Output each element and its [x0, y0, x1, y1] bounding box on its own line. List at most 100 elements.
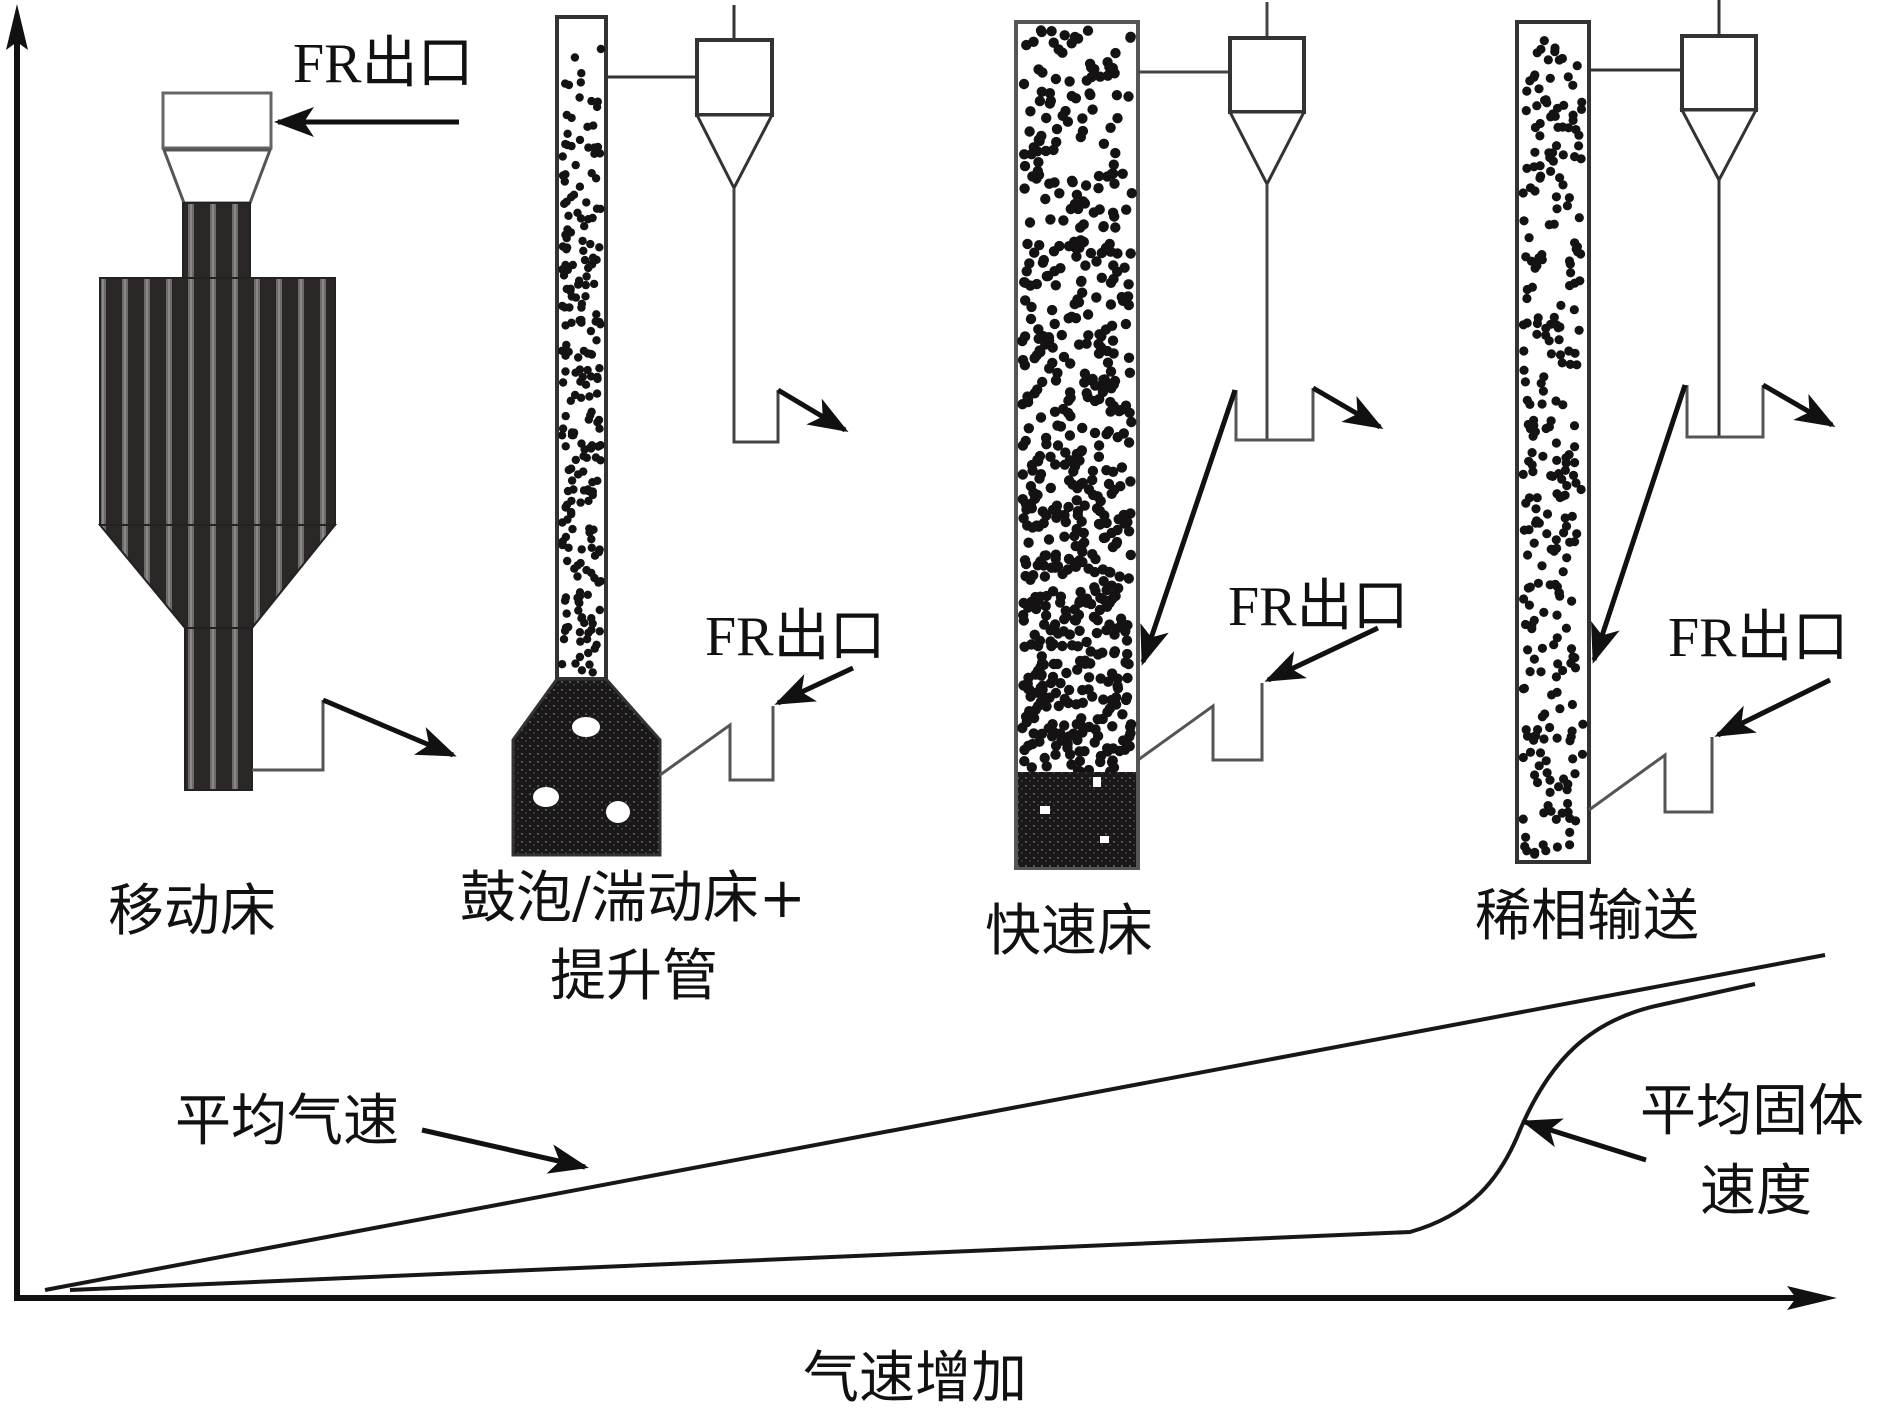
particle	[1079, 377, 1090, 388]
particle	[582, 565, 591, 575]
particle	[1525, 667, 1535, 677]
particle	[1551, 535, 1561, 545]
particle	[1565, 827, 1575, 838]
particle	[1048, 144, 1059, 156]
particle	[1564, 193, 1574, 203]
bubbling-fr-outlet-arrow	[774, 665, 855, 706]
particle	[1046, 26, 1057, 37]
particle	[1021, 504, 1032, 515]
particle	[1538, 840, 1548, 850]
particle	[1040, 610, 1052, 621]
particle	[1529, 735, 1539, 745]
particle	[1034, 95, 1046, 107]
particle	[1576, 104, 1587, 114]
particle	[576, 558, 585, 568]
particle	[570, 53, 580, 62]
particle	[1578, 719, 1588, 729]
particle	[1123, 573, 1135, 584]
particle	[1111, 536, 1123, 548]
particle	[558, 378, 568, 387]
particle	[1099, 374, 1110, 385]
particle	[1101, 465, 1112, 476]
particle	[1552, 455, 1562, 465]
particle	[1050, 459, 1061, 470]
particle	[1566, 644, 1577, 654]
particle	[1551, 814, 1561, 825]
particle	[1057, 47, 1068, 58]
particle	[1570, 769, 1580, 779]
particle	[1060, 447, 1071, 458]
particle	[561, 623, 571, 632]
particle	[1549, 312, 1559, 322]
particle	[1081, 388, 1092, 399]
bubble	[572, 717, 600, 737]
particle	[1125, 248, 1136, 259]
particle	[576, 377, 585, 386]
particle	[1108, 260, 1119, 271]
particle	[1558, 567, 1568, 577]
particle	[1541, 423, 1551, 434]
particle	[590, 644, 599, 653]
particle	[1058, 215, 1069, 226]
particle	[1049, 619, 1061, 630]
particle	[587, 441, 597, 450]
particle	[1074, 597, 1085, 608]
moving-bed-outlet-line	[252, 700, 325, 772]
particle	[1027, 465, 1038, 476]
particle	[558, 152, 567, 161]
cyclone-dipleg	[732, 188, 780, 444]
stage-fast-bed: FR出口 快速床	[985, 2, 1409, 964]
particle	[1534, 761, 1544, 771]
particle	[1096, 247, 1108, 259]
particle	[1079, 500, 1090, 511]
particle	[1070, 93, 1082, 104]
particle	[561, 367, 570, 376]
particle	[577, 299, 587, 309]
cyclone-body	[695, 38, 774, 117]
particle	[1094, 604, 1106, 616]
particle	[1050, 280, 1062, 291]
dilute-cyclone-cone	[1679, 108, 1759, 184]
particle	[1522, 86, 1532, 96]
particle	[1076, 516, 1087, 527]
particle	[1113, 514, 1124, 525]
particle	[1068, 466, 1079, 477]
particle	[1041, 761, 1052, 772]
fast-loop-seal-outlet-arrow	[1311, 385, 1384, 430]
particle	[1036, 669, 1047, 680]
particle	[1079, 368, 1091, 379]
particle	[1122, 620, 1133, 631]
particle	[1532, 48, 1542, 58]
particle	[1059, 459, 1071, 470]
particle	[1114, 745, 1125, 757]
particle	[583, 485, 593, 494]
particle	[1027, 522, 1038, 533]
riser-particles	[557, 44, 606, 677]
particle	[1034, 450, 1046, 462]
particle	[1553, 122, 1563, 132]
moving-bed-fr-outlet-label: FR出口	[293, 33, 474, 95]
particle	[1090, 380, 1101, 391]
particle	[1117, 168, 1128, 179]
particle	[1104, 619, 1115, 630]
fast-cyclone-cone	[1227, 110, 1307, 188]
particle	[1019, 295, 1031, 306]
particle	[567, 431, 577, 440]
particle	[1083, 563, 1094, 574]
particle	[564, 211, 573, 220]
particle	[1546, 349, 1556, 359]
particle	[567, 496, 576, 506]
particle	[1091, 292, 1102, 303]
particle	[1021, 266, 1032, 277]
dilute-fr-outlet-arrow	[1714, 677, 1832, 738]
particle	[596, 204, 605, 214]
particle	[1536, 378, 1546, 388]
particle	[1044, 88, 1056, 99]
particle	[1089, 63, 1100, 75]
particle	[564, 80, 574, 90]
dilute-fr-outlet-label: FR出口	[1668, 607, 1849, 669]
particle	[1519, 594, 1529, 604]
particle	[1039, 571, 1051, 582]
particle	[1067, 640, 1078, 651]
particle	[1037, 376, 1048, 388]
